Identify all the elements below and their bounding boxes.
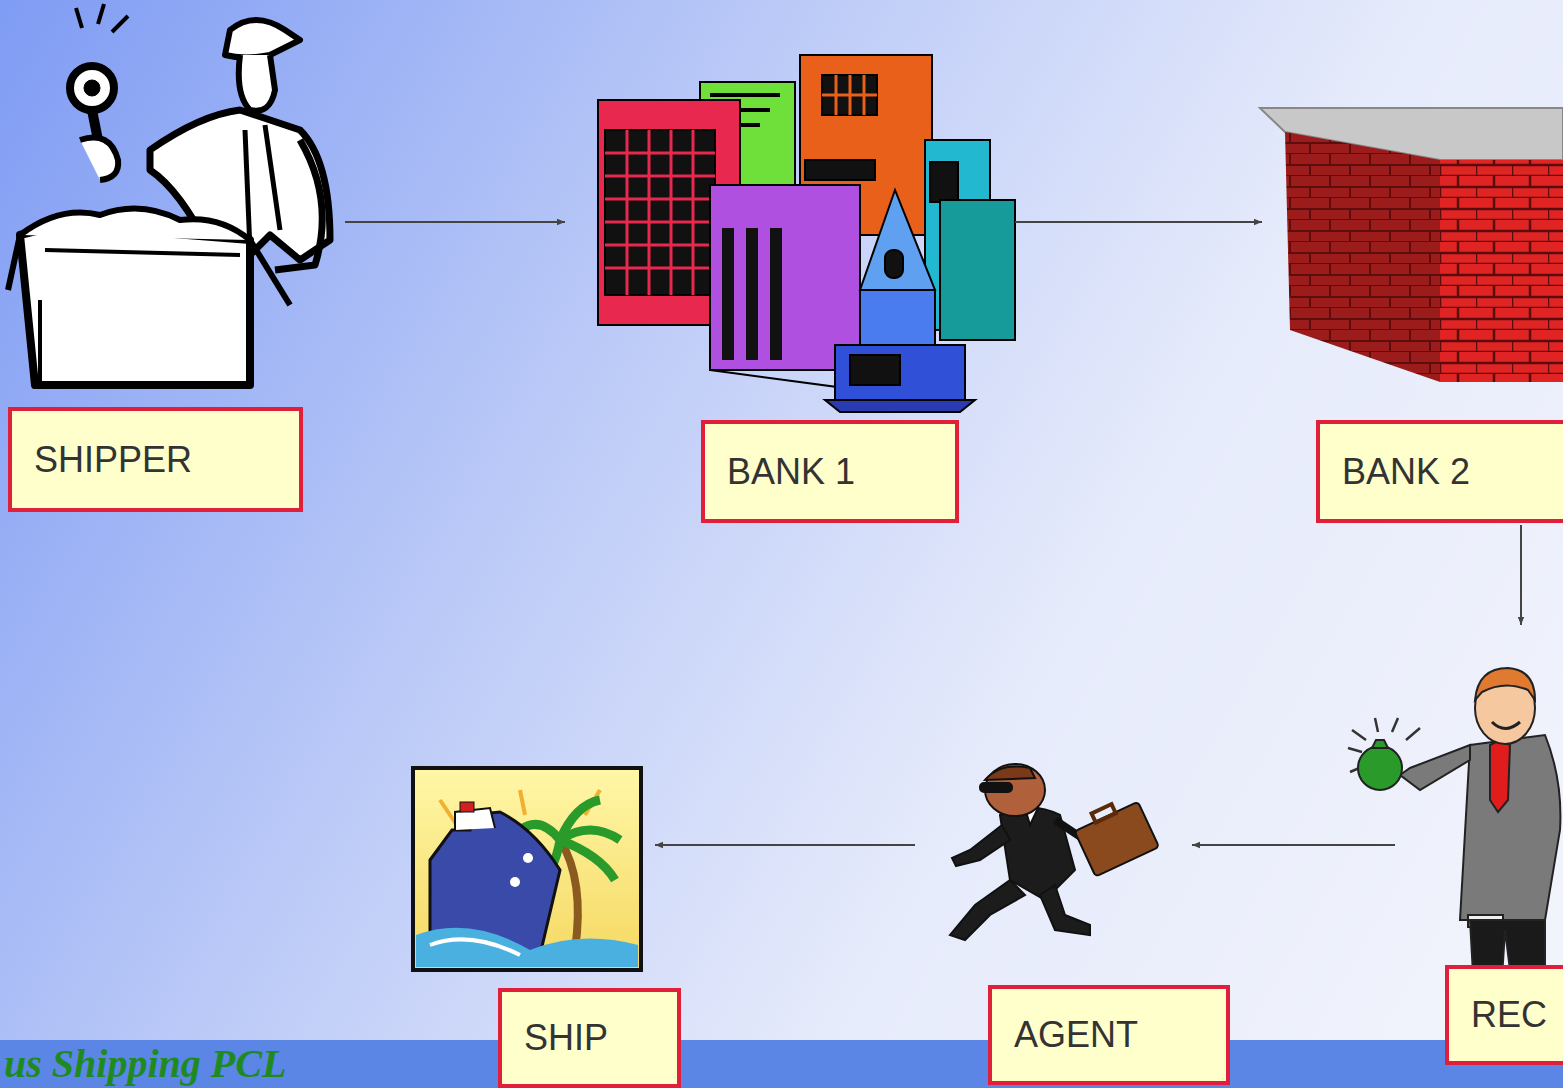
label-box: SHIPPER bbox=[8, 407, 303, 512]
flow-arrow bbox=[1520, 525, 1522, 625]
flow-node: SHIPPER bbox=[5, 0, 345, 515]
node-label: SHIPPER bbox=[34, 439, 192, 481]
node-label: AGENT bbox=[1014, 1014, 1138, 1056]
label-box: BANK 1 bbox=[701, 420, 959, 523]
shipper-figure bbox=[8, 4, 330, 385]
label-box: BANK 2 bbox=[1316, 420, 1563, 523]
flow-arrow bbox=[1192, 844, 1395, 846]
flow-node: SHIP bbox=[410, 765, 655, 1088]
label-box: AGENT bbox=[988, 985, 1230, 1085]
agent-figure bbox=[950, 764, 1159, 940]
footer-text: us Shipping PCL bbox=[4, 1040, 286, 1087]
ship-picture bbox=[413, 768, 641, 970]
flow-node: REC bbox=[1395, 625, 1563, 1045]
flow-node: BANK 1 bbox=[565, 40, 1015, 525]
node-label: BANK 2 bbox=[1342, 451, 1470, 493]
bank-buildings bbox=[598, 55, 1015, 412]
flow-arrow bbox=[1015, 221, 1262, 223]
flow-arrow bbox=[655, 844, 915, 846]
node-label: REC bbox=[1471, 994, 1547, 1036]
node-label: BANK 1 bbox=[727, 451, 855, 493]
label-box: SHIP bbox=[498, 988, 681, 1088]
flow-node: AGENT bbox=[915, 730, 1192, 1088]
flow-node: BANK 2 bbox=[1262, 100, 1563, 525]
label-box: REC bbox=[1445, 965, 1563, 1065]
brick-wall bbox=[1260, 108, 1563, 382]
flow-arrow bbox=[345, 221, 565, 223]
node-label: SHIP bbox=[524, 1017, 608, 1059]
